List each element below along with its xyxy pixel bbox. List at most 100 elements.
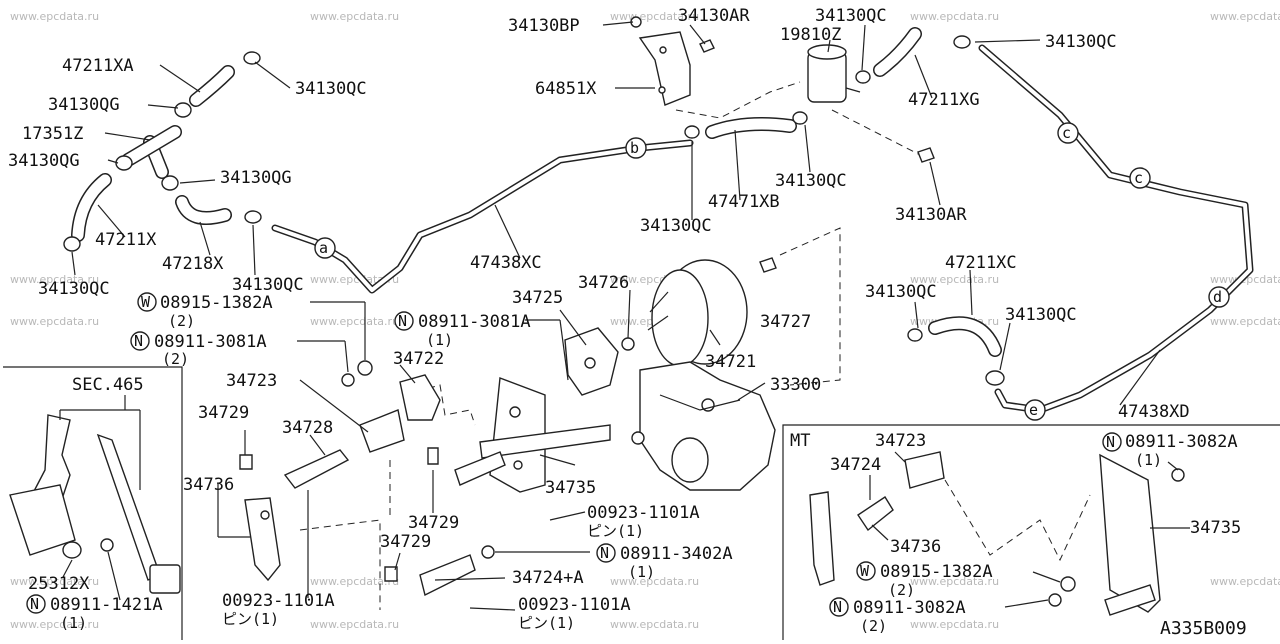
label-34723: 34723 [226, 371, 277, 391]
label-17351z: 17351Z [22, 124, 83, 144]
clamp-icon [792, 111, 808, 125]
watermark: www.epcdata.ru [310, 10, 399, 23]
label-34728: 34728 [282, 418, 333, 438]
label-34725: 34725 [512, 288, 563, 308]
label-08915-1382a: 08915-1382A [880, 562, 993, 582]
rod-34728 [283, 449, 350, 489]
n-nut-icon [596, 543, 616, 563]
diagram-code: A335B009 [1160, 618, 1247, 639]
label-64851x: 64851X [535, 79, 597, 99]
watermark: www.epcdata.ru [310, 618, 399, 631]
n-nut-icon [26, 594, 46, 614]
clamp-icon [115, 155, 133, 171]
label-qty: (1) [628, 563, 655, 581]
label-34722: 34722 [393, 349, 444, 369]
n-nut-icon [130, 331, 150, 351]
label-34130bp: 34130BP [508, 16, 580, 36]
clamp-icon [243, 51, 261, 65]
marker-c: c [1134, 169, 1143, 187]
watermark: www.epcdata.ru [10, 315, 99, 328]
sec-panel-border [3, 366, 183, 640]
label-08911-3081a: 08911-3081A [154, 332, 267, 352]
prefix-w: W [860, 562, 870, 580]
label-19810z: 19810Z [780, 25, 841, 45]
mt-panel-border [782, 424, 1280, 640]
prefix-w: W [141, 293, 151, 311]
label-34729: 34729 [408, 513, 459, 533]
label-34130qc: 34130QC [775, 171, 847, 191]
tube-47438xc: a b [271, 137, 694, 294]
label-34130qc: 34130QC [1005, 305, 1077, 325]
label-34130qc: 34130QC [640, 216, 712, 236]
label-34721: 34721 [705, 352, 756, 372]
mt-parts [809, 451, 1185, 616]
bracket-64851x [638, 31, 801, 119]
label-34130qc: 34130QC [1045, 32, 1117, 52]
label-34736: 34736 [890, 537, 941, 557]
clamp-icon [953, 35, 971, 49]
label-47438xc: 47438XC [470, 253, 542, 273]
boot-34723 [359, 409, 405, 453]
prefix-n: N [833, 598, 842, 616]
bolt-icon [699, 39, 715, 53]
label-34724: 34724 [830, 455, 881, 475]
prefix-n: N [1106, 433, 1115, 451]
label-47211xc: 47211XC [945, 253, 1017, 273]
marker-c: c [1062, 124, 1071, 142]
part-labels: 34130BP 34130AR 34130QC 19810Z 34130QC 4… [8, 6, 1247, 639]
booster-34721 [564, 227, 841, 396]
label-qty: (1) [60, 614, 87, 632]
label-pin: ピン(1) [587, 522, 644, 540]
label-34130qg: 34130QG [220, 168, 292, 188]
label-34130qc: 34130QC [232, 275, 304, 295]
label-34724a: 34724+A [512, 568, 584, 588]
label-34735: 34735 [545, 478, 596, 498]
label-08911-3081a: 08911-3081A [418, 312, 531, 332]
marker-a-icon [314, 237, 336, 259]
clamp-icon [684, 125, 700, 139]
label-08911-1421a: 08911-1421A [50, 595, 163, 615]
watermark: www.epcdata.ru [610, 575, 699, 588]
label-qty: (2) [168, 312, 195, 330]
label-08915-1382a: 08915-1382A [160, 293, 273, 313]
label-00923-1101a: 00923-1101A [587, 503, 700, 523]
watermark: www.epcdata.ru [310, 575, 399, 588]
clamp-icon [63, 236, 81, 252]
watermark: www.epcdata.ru [10, 618, 99, 631]
prefix-n: N [30, 595, 39, 613]
label-33300: 33300 [770, 375, 821, 395]
label-qty: (2) [860, 617, 887, 635]
watermark: www.epcdata.ru [910, 618, 999, 631]
n-nut-icon [829, 597, 849, 617]
clamp-icon [907, 328, 923, 342]
label-sec-465: SEC.465 [72, 375, 144, 395]
marker-a: a [319, 239, 328, 257]
bolt-icon [759, 257, 777, 273]
label-pin: ピン(1) [518, 614, 575, 632]
label-34727: 34727 [760, 312, 811, 332]
label-34729: 34729 [198, 403, 249, 423]
panel-borders [3, 366, 1280, 640]
n-nut-icon [1102, 432, 1122, 452]
marker-e: e [1029, 401, 1038, 419]
label-pin: ピン(1) [222, 610, 279, 628]
w-washer-icon [856, 561, 876, 581]
label-qty: (2) [888, 581, 915, 599]
label-34735: 34735 [1190, 518, 1241, 538]
label-47211xg: 47211XG [908, 90, 980, 110]
label-08911-3082a: 08911-3082A [853, 598, 966, 618]
master-cylinder-33300 [631, 361, 776, 491]
label-34723: 34723 [875, 431, 926, 451]
n-nut-icon [394, 311, 414, 331]
sec-465-pedal [9, 414, 181, 594]
label-47438xd: 47438XD [1118, 402, 1190, 422]
label-34130qc: 34130QC [295, 79, 367, 99]
label-34130qc: 34130QC [38, 279, 110, 299]
clamp-icon [174, 102, 192, 118]
gasket-34722 [399, 374, 441, 421]
clamp-icon [985, 370, 1005, 386]
label-08911-3082a: 08911-3082A [1125, 432, 1238, 452]
label-qty: (2) [162, 350, 189, 368]
